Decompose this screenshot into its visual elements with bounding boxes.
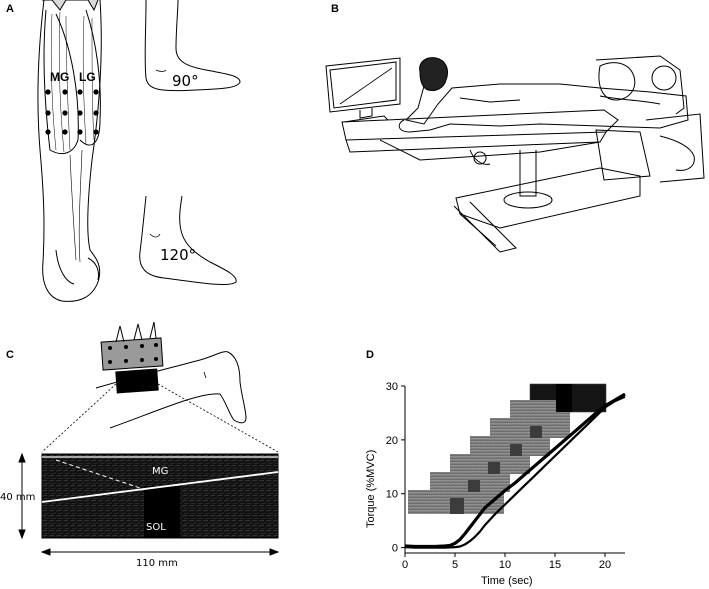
subject-illustration <box>398 57 695 171</box>
width-dimension <box>40 548 280 556</box>
foot-90-illustration <box>144 0 241 92</box>
leg-illustration <box>37 0 102 302</box>
probe-assembly <box>100 321 164 394</box>
electrode-dot <box>45 89 51 95</box>
electrode-dot <box>93 110 99 116</box>
x-axis-label: Time (sec) <box>481 575 533 587</box>
torque-plot: 0 10 20 30 0 5 10 15 20 <box>386 381 626 571</box>
panel-d-label: D <box>366 349 374 361</box>
electrode-dot <box>45 110 51 116</box>
y-tick-label: 20 <box>386 435 398 447</box>
y-tick-label: 30 <box>386 381 398 393</box>
width-label: 110 mm <box>136 558 178 569</box>
torque-series-line <box>404 395 626 549</box>
us-sol-label: SOL <box>146 522 166 533</box>
fascicle-line <box>55 459 141 489</box>
series-layer <box>404 392 626 549</box>
x-tick-label: 15 <box>549 559 561 571</box>
panel-a: A MG LG 90° 120° <box>6 0 241 302</box>
x-tick-label: 10 <box>499 559 511 571</box>
thumbnail-stack <box>408 383 607 514</box>
electrode-grid <box>45 89 99 135</box>
torque-series-line <box>404 392 626 549</box>
electrode-dot <box>45 129 51 135</box>
panel-b: B <box>325 3 705 253</box>
electrode-dot <box>77 89 83 95</box>
electrode-dot <box>77 129 83 135</box>
mg-label: MG <box>50 70 69 84</box>
aponeurosis-line <box>41 471 279 503</box>
angle-90-label: 90° <box>172 72 199 90</box>
foot-120-illustration <box>139 195 237 286</box>
panel-a-label: A <box>6 3 14 15</box>
ultrasound-probe <box>115 368 159 394</box>
monitor-illustration <box>325 57 401 127</box>
x-tick-label: 0 <box>402 559 408 571</box>
electrode-array <box>100 337 164 371</box>
angle-120-label: 120° <box>160 246 196 264</box>
electrode-dot <box>62 110 68 116</box>
electrode-dot <box>62 89 68 95</box>
x-tick-label: 5 <box>452 559 458 571</box>
panel-b-label: B <box>331 3 339 15</box>
panel-c-label: C <box>6 349 14 361</box>
ultrasound-image <box>41 453 279 539</box>
us-mg-label: MG <box>152 466 168 477</box>
lg-label: LG <box>79 70 96 84</box>
electrode-dot <box>93 89 99 95</box>
height-label: 40 mm <box>0 492 35 503</box>
y-ticks: 0 10 20 30 <box>386 381 405 555</box>
zoom-guides <box>41 383 279 453</box>
y-axis-label: Torque (%MVC) <box>365 450 377 528</box>
panel-c: C <box>0 321 280 569</box>
electrode-dot <box>62 129 68 135</box>
x-ticks: 0 5 10 15 20 <box>402 553 611 571</box>
lower-leg-illustration <box>95 351 247 429</box>
electrode-dot <box>77 110 83 116</box>
height-dimension <box>18 452 26 540</box>
panel-d: D 0 10 20 30 0 5 10 15 20 Time (sec) Torque (%M… <box>365 349 626 587</box>
y-tick-label: 0 <box>392 543 398 555</box>
electrode-dot <box>93 129 99 135</box>
y-tick-label: 10 <box>386 489 398 501</box>
x-tick-label: 20 <box>599 559 611 571</box>
